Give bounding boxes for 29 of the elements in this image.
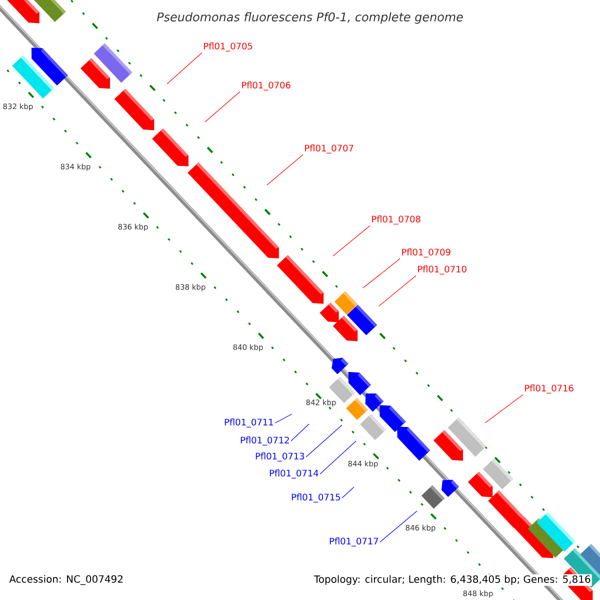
gene-label: Pfl01_0706	[242, 82, 290, 90]
leader-line	[274, 414, 292, 424]
leader-line	[290, 424, 310, 442]
leader-line	[332, 225, 370, 256]
gene-label: Pfl01_0708	[372, 216, 420, 224]
gene-label: Pfl01_0714	[270, 470, 318, 478]
gene-label: Pfl01_0710	[418, 266, 466, 274]
leader-line	[380, 510, 418, 542]
leader-line	[362, 258, 400, 288]
gene-label: Pfl01_0717	[330, 538, 378, 546]
gene-label: Pfl01_0712	[240, 436, 289, 446]
gene-label: Pfl01_0711	[224, 418, 273, 428]
gene-label: Pfl01_0715	[292, 494, 340, 502]
leader-line	[342, 486, 354, 498]
leader-line	[204, 91, 240, 122]
leader-line	[320, 440, 356, 474]
leader-line	[166, 52, 202, 84]
leader-line	[484, 394, 524, 424]
gene-label: Pfl01_0709	[402, 248, 450, 258]
leader-line	[378, 275, 416, 306]
gene-label: Pfl01_0705	[204, 42, 252, 52]
leader-line	[266, 154, 304, 186]
leader-line	[306, 424, 342, 458]
genome-info-text: Topology: circular; Length: 6,438,405 bp; Genes: 5,816	[313, 574, 592, 586]
gene-label: Pfl01_0713	[256, 452, 304, 462]
gene-label: Pfl01_0716	[525, 384, 574, 394]
accession-text: Accession: NC_007492	[8, 574, 124, 586]
title: Pseudomonas fluorescens Pf0-1, complete genome	[156, 12, 463, 24]
gene-label: Pfl01_0707	[305, 144, 354, 154]
